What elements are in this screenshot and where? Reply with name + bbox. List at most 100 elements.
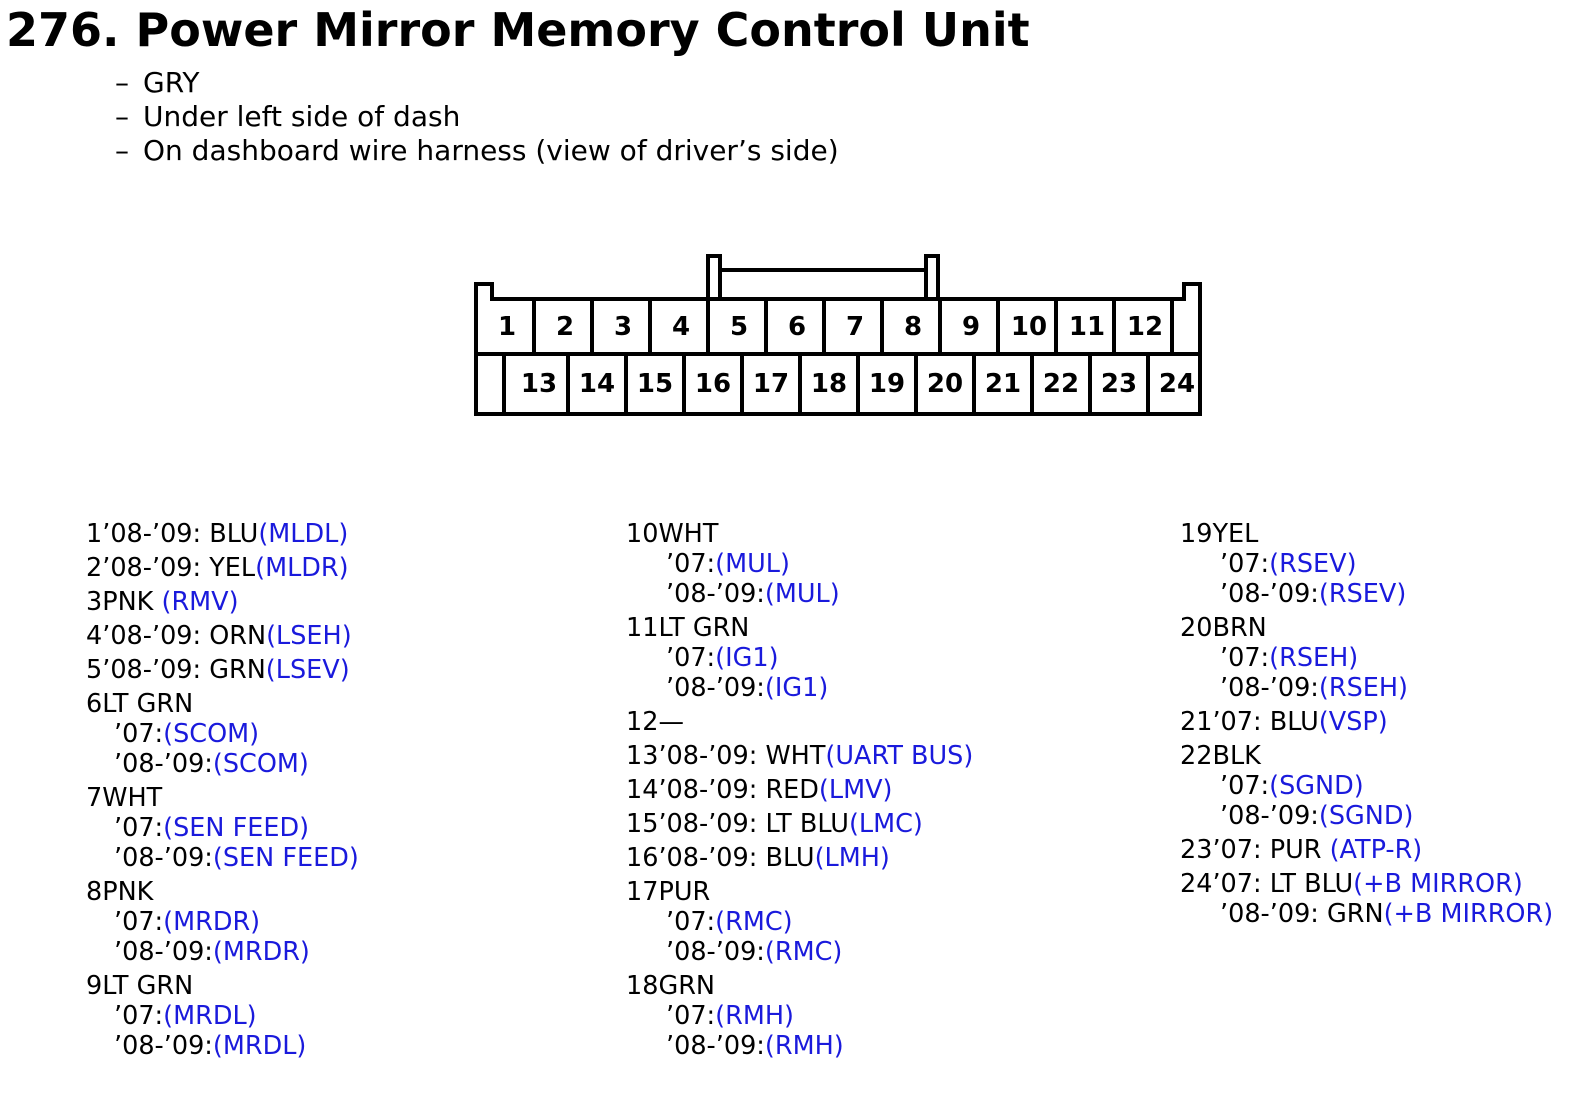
pin-entry: 4’08-’09: ORN(LSEH) (86, 621, 359, 651)
wire-color: ’07: (666, 907, 716, 937)
note-text: On dashboard wire harness (view of drive… (143, 134, 839, 167)
wire-color: ’08-’09: (666, 937, 765, 967)
pin-variant-line: ’08-’09:(IG1) (626, 673, 973, 703)
wire-color: ’08-’09: (666, 579, 765, 609)
pin-wire-line: 13’08-’09: WHT(UART BUS) (626, 741, 973, 771)
wire-color: ’07: (666, 643, 716, 673)
wire-color: ’07: (114, 719, 164, 749)
wire-color: 12— (626, 707, 684, 737)
note-location: –Under left side of dash (115, 100, 839, 134)
signal-name: (RMH) (715, 1001, 794, 1031)
signal-name: (LSEV) (265, 655, 350, 685)
pin-wire-line: 24’07: LT BLU(+B MIRROR) (1180, 869, 1553, 899)
signal-name: (MRDR) (163, 907, 261, 937)
wire-color: 15’08-’09: LT BLU (626, 809, 849, 839)
wire-color: ’08-’09: (666, 1031, 765, 1061)
pin-wire-line: 21’07: BLU(VSP) (1180, 707, 1553, 737)
pinout-column-3: 19YEL’07:(RSEV)’08-’09:(RSEV)20BRN’07:(R… (1180, 519, 1553, 933)
pin-number-19: 19 (869, 369, 905, 399)
note-color: –GRY (115, 66, 839, 100)
signal-name: (RMH) (764, 1031, 844, 1061)
pin-number-8: 8 (904, 312, 922, 342)
pin-variant-line: ’08-’09:(RMH) (626, 1031, 973, 1061)
pin-wire-line: 14’08-’09: RED(LMV) (626, 775, 973, 805)
note-dash: – (115, 66, 129, 99)
signal-name: (MLDR) (255, 553, 349, 583)
pin-wire-line: 17PUR (626, 877, 973, 907)
pin-entry: 24’07: LT BLU(+B MIRROR)’08-’09: GRN(+B … (1180, 869, 1553, 929)
pin-entry: 9LT GRN’07:(MRDL)’08-’09:(MRDL) (86, 971, 359, 1061)
locking-tab (706, 254, 722, 299)
pin-entry: 15’08-’09: LT BLU(LMC) (626, 809, 973, 839)
signal-name: (+B MIRROR) (1383, 899, 1554, 929)
wire-color: 5’08-’09: GRN (86, 655, 266, 685)
pin-variant-line: ’07:(RSEH) (1180, 643, 1553, 673)
pin-variant-line: ’08-’09:(SGND) (1180, 801, 1553, 831)
wire-color: 14’08-’09: RED (626, 775, 819, 805)
pin-entry: 19YEL’07:(RSEV)’08-’09:(RSEV) (1180, 519, 1553, 609)
wire-color: ’08-’09: (666, 673, 765, 703)
wire-color: ’08-’09: (1220, 579, 1319, 609)
pin-number-24: 24 (1159, 369, 1195, 399)
wire-color: ’08-’09: (114, 749, 213, 779)
pin-wire-line: 16’08-’09: BLU(LMH) (626, 843, 973, 873)
pin-wire-line: 5’08-’09: GRN(LSEV) (86, 655, 359, 685)
pin-variant-line: ’08-’09:(MRDL) (86, 1031, 359, 1061)
wire-color: 23’07: PUR (1180, 835, 1330, 865)
wire-color: ’07: (1220, 643, 1270, 673)
wire-color: ’08-’09: (1220, 801, 1319, 831)
signal-name: (IG1) (764, 673, 829, 703)
signal-name: (SEN FEED) (212, 843, 359, 873)
signal-name: (RSEH) (1269, 643, 1359, 673)
pin-number-10: 10 (1011, 312, 1047, 342)
signal-name: (RMC) (715, 907, 793, 937)
signal-name: (+B MIRROR) (1353, 869, 1523, 899)
pin-entry: 8PNK’07:(MRDR)’08-’09:(MRDR) (86, 877, 359, 967)
pin-number-16: 16 (695, 369, 731, 399)
wire-color: ’08-’09: (114, 843, 213, 873)
signal-name: (RMV) (161, 587, 239, 617)
wire-color: 18GRN (626, 971, 716, 1001)
pin-number-3: 3 (614, 312, 632, 342)
signal-name: (SCOM) (212, 749, 309, 779)
pin-entry: 17PUR’07:(RMC)’08-’09:(RMC) (626, 877, 973, 967)
pin-entry: 14’08-’09: RED(LMV) (626, 775, 973, 805)
wire-color: 20BRN (1180, 613, 1267, 643)
pin-wire-line: 4’08-’09: ORN(LSEH) (86, 621, 359, 651)
pin-wire-line: 12— (626, 707, 973, 737)
wire-color: 6LT GRN (86, 689, 194, 719)
signal-name: (RSEH) (1318, 673, 1408, 703)
wire-color: 16’08-’09: BLU (626, 843, 815, 873)
pin-entry: 20BRN’07:(RSEH)’08-’09:(RSEH) (1180, 613, 1553, 703)
pin-number-12: 12 (1127, 312, 1163, 342)
pin-entry: 13’08-’09: WHT(UART BUS) (626, 741, 973, 771)
signal-name: (SEN FEED) (163, 813, 310, 843)
pin-wire-line: 1’08-’09: BLU(MLDL) (86, 519, 359, 549)
signal-name: (SGND) (1318, 801, 1414, 831)
note-dash: – (115, 134, 129, 167)
wire-color: 4’08-’09: ORN (86, 621, 267, 651)
note-harness: –On dashboard wire harness (view of driv… (115, 134, 839, 168)
pin-variant-line: ’07:(RMH) (626, 1001, 973, 1031)
pin-variant-line: ’07:(SGND) (1180, 771, 1553, 801)
pin-entry: 2’08-’09: YEL(MLDR) (86, 553, 359, 583)
signal-name: (MUL) (715, 549, 790, 579)
pin-entry: 11LT GRN’07:(IG1)’08-’09:(IG1) (626, 613, 973, 703)
wire-color: 22BLK (1180, 741, 1261, 771)
wire-color: 8PNK (86, 877, 154, 907)
pin-variant-line: ’08-’09:(RSEH) (1180, 673, 1553, 703)
pin-variant-line: ’07:(MRDL) (86, 1001, 359, 1031)
wire-color: 9LT GRN (86, 971, 194, 1001)
wire-color: ’07: (1220, 771, 1270, 801)
signal-name: (MLDL) (258, 519, 349, 549)
signal-name: (IG1) (715, 643, 779, 673)
wire-color: ’07: (114, 813, 164, 843)
pin-wire-line: 2’08-’09: YEL(MLDR) (86, 553, 359, 583)
wire-color: ’08-’09: GRN (1220, 899, 1384, 929)
pin-wire-line: 10WHT (626, 519, 973, 549)
pin-wire-line: 11LT GRN (626, 613, 973, 643)
pin-number-21: 21 (985, 369, 1021, 399)
pin-variant-line: ’07:(MUL) (626, 549, 973, 579)
signal-name: (LMV) (818, 775, 893, 805)
